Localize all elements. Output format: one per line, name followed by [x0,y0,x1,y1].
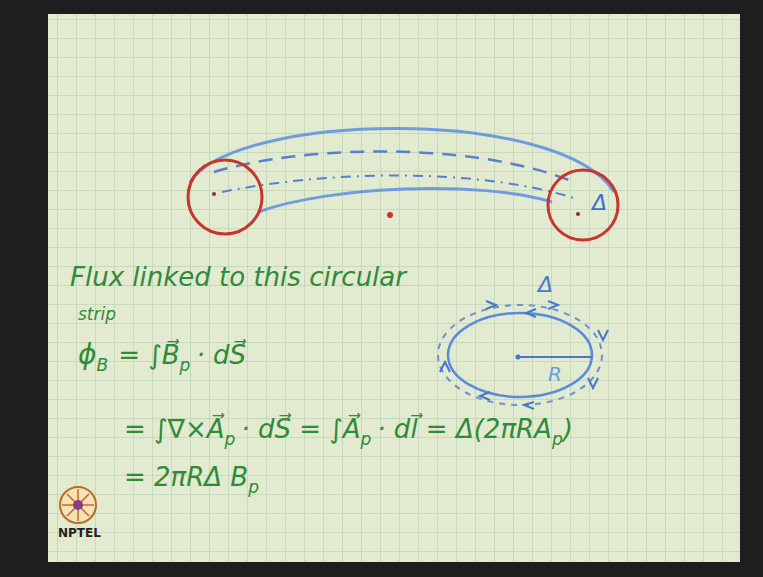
text-row: NPTEL [58,526,101,540]
subscript: p [552,429,563,449]
text-row: = ∫∇×A⃗p· dS⃗ = ∫A⃗p· dl⃗ = Δ(2πRAp) [124,414,573,444]
logo-text: NPTEL [58,526,101,540]
text-row: Δ [592,190,607,215]
text-row: Δ [538,272,553,297]
text-row: = 2πRΔ Bp [124,462,259,492]
subscript: B [96,355,108,375]
text-row: R [548,362,562,386]
equation-term: · dS⃗ [196,340,246,370]
equation-term: · dl⃗ = Δ(2πRA [377,414,552,444]
paper [48,14,740,562]
torus-drawing [188,128,618,240]
heading-text: strip [78,304,116,324]
equation-term: = 2πRΔ B [124,462,248,492]
text-row: Flux linked to this circular [70,262,406,292]
equation-term: · dS⃗ = ∫A⃗ [241,414,360,444]
subscript: p [180,355,191,375]
text-row: strip [78,304,116,324]
equation-term: ) [563,414,573,444]
subscript: p [225,429,236,449]
equation-term: = ∫∇×A⃗ [124,414,225,444]
grid [48,14,740,562]
delta-label: Δ [592,190,607,215]
equation-term: = ∫B⃗ [118,340,179,370]
text-row: ϕB= ∫B⃗p· dS⃗ [78,338,246,371]
subscript: p [248,477,259,497]
strip-diagram [438,301,608,409]
radius-label: R [548,362,562,386]
nptel-logo [60,487,96,523]
subscript: p [361,429,372,449]
delta-label: Δ [538,272,553,297]
heading-text: Flux linked to this circular [70,262,406,292]
equation-term: ϕ [78,338,96,371]
